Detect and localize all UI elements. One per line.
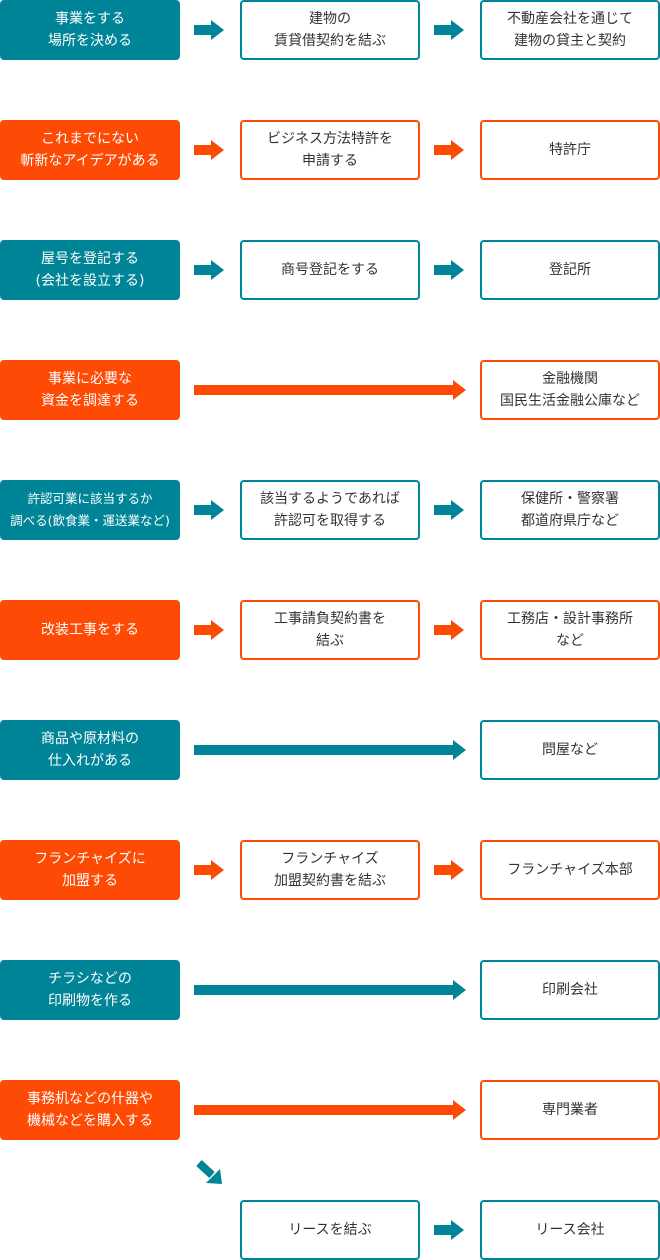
- arrow-right-icon: [434, 20, 464, 40]
- end-box: 印刷会社: [480, 960, 660, 1020]
- flow-row: 事業に必要な 資金を調達する 金融機関 国民生活金融公庫など: [0, 360, 660, 420]
- end-box: フランチャイズ本部: [480, 840, 660, 900]
- arrow-right-icon: [194, 140, 224, 160]
- middle-box: 工事請負契約書を 結ぶ: [240, 600, 420, 660]
- start-box: 商品や原材料の 仕入れがある: [0, 720, 180, 780]
- arrow-right-icon: [434, 860, 464, 880]
- long-arrow-right-icon: [194, 1100, 466, 1120]
- middle-box: 商号登記をする: [240, 240, 420, 300]
- flow-row: 改装工事をする工事請負契約書を 結ぶ工務店・設計事務所 など: [0, 600, 660, 660]
- middle-box: フランチャイズ 加盟契約書を結ぶ: [240, 840, 420, 900]
- start-box: フランチャイズに 加盟する: [0, 840, 180, 900]
- end-box: 専門業者: [480, 1080, 660, 1140]
- flow-row: チラシなどの 印刷物を作る 印刷会社: [0, 960, 660, 1020]
- end-box: 保健所・警察署 都道府県庁など: [480, 480, 660, 540]
- start-box: 事務机などの什器や 機械などを購入する: [0, 1080, 180, 1140]
- arrow-right-icon: [194, 260, 224, 280]
- arrow-right-icon: [194, 20, 224, 40]
- flow-row: 商品や原材料の 仕入れがある 問屋など: [0, 720, 660, 780]
- start-box: チラシなどの 印刷物を作る: [0, 960, 180, 1020]
- end-box: 工務店・設計事務所 など: [480, 600, 660, 660]
- continuation-row: リースを結ぶリース会社: [0, 1200, 660, 1260]
- middle-box: 該当するようであれば 許認可を取得する: [240, 480, 420, 540]
- end-box: 金融機関 国民生活金融公庫など: [480, 360, 660, 420]
- end-box: 不動産会社を通じて 建物の貸主と契約: [480, 0, 660, 60]
- flow-row: 屋号を登記する (会社を設立する) 商号登記をする登記所: [0, 240, 660, 300]
- arrow-right-icon: [434, 1220, 464, 1240]
- arrow-right-icon: [194, 860, 224, 880]
- arrow-right-icon: [194, 500, 224, 520]
- end-box: 特許庁: [480, 120, 660, 180]
- flow-row: 事務机などの什器や 機械などを購入する 専門業者: [0, 1080, 660, 1140]
- start-box: 許認可業に該当するか 調べる(飲食業・運送業など): [0, 480, 180, 540]
- long-arrow-right-icon: [194, 980, 466, 1000]
- start-box: 事業をする 場所を決める: [0, 0, 180, 60]
- start-box: これまでにない 斬新なアイデアがある: [0, 120, 180, 180]
- arrow-right-icon: [434, 500, 464, 520]
- arrow-down-right-icon: [196, 1160, 222, 1184]
- start-box: 屋号を登記する (会社を設立する): [0, 240, 180, 300]
- long-arrow-right-icon: [194, 380, 466, 400]
- flow-row: フランチャイズに 加盟するフランチャイズ 加盟契約書を結ぶフランチャイズ本部: [0, 840, 660, 900]
- flow-row: 事業をする 場所を決める建物の 賃貸借契約を結ぶ不動産会社を通じて 建物の貸主と…: [0, 0, 660, 60]
- start-box: 改装工事をする: [0, 600, 180, 660]
- end-box: 登記所: [480, 240, 660, 300]
- flow-row: 許認可業に該当するか 調べる(飲食業・運送業など) 該当するようであれば 許認可を…: [0, 480, 660, 540]
- arrow-right-icon: [434, 260, 464, 280]
- arrow-right-icon: [194, 620, 224, 640]
- arrow-right-icon: [434, 620, 464, 640]
- end-box: リース会社: [480, 1200, 660, 1260]
- end-box: 問屋など: [480, 720, 660, 780]
- arrow-right-icon: [434, 140, 464, 160]
- start-box: 事業に必要な 資金を調達する: [0, 360, 180, 420]
- middle-box: 建物の 賃貸借契約を結ぶ: [240, 0, 420, 60]
- middle-box: ビジネス方法特許を 申請する: [240, 120, 420, 180]
- long-arrow-right-icon: [194, 740, 466, 760]
- middle-box: リースを結ぶ: [240, 1200, 420, 1260]
- flow-row: これまでにない 斬新なアイデアがあるビジネス方法特許を 申請する特許庁: [0, 120, 660, 180]
